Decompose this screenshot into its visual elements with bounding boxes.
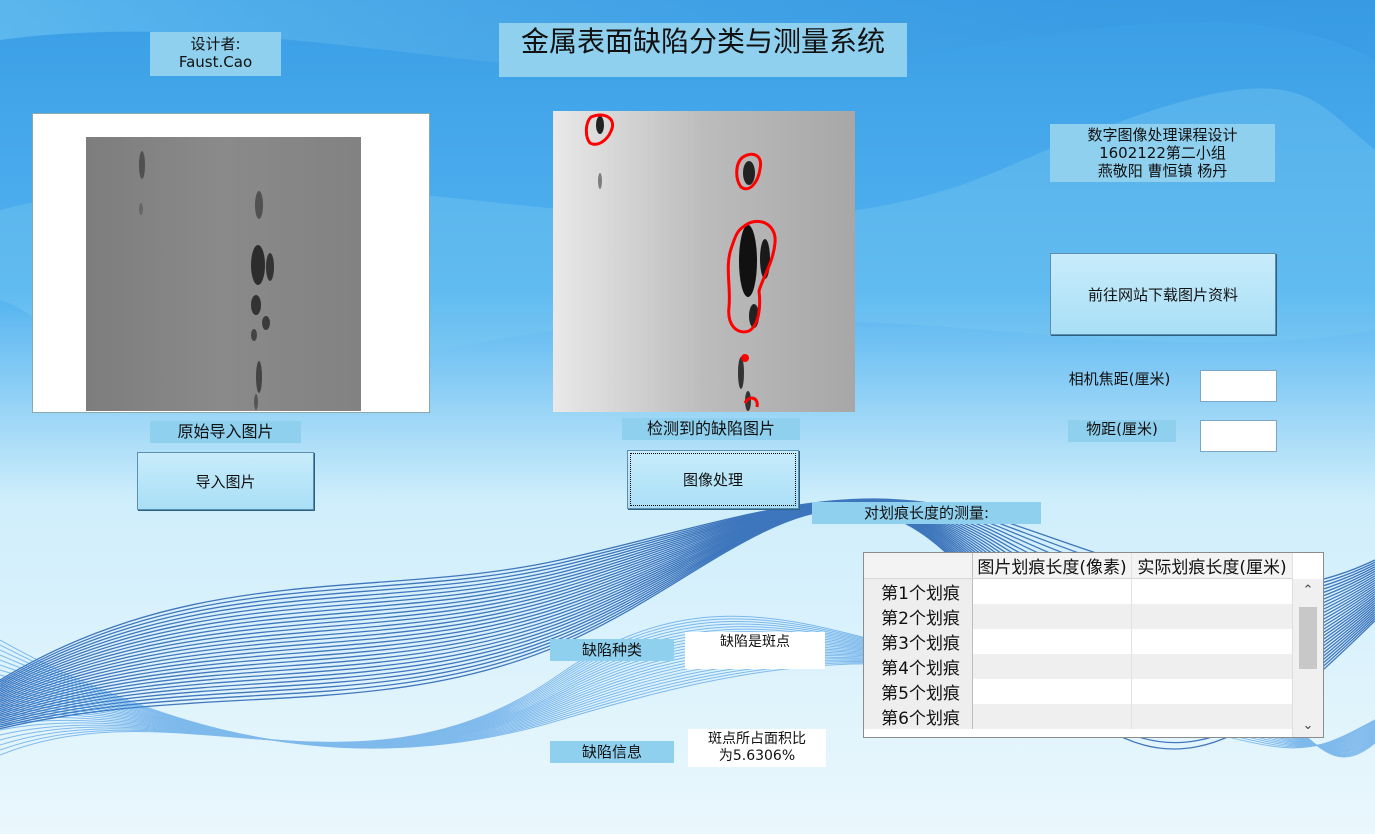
- scroll-up-icon[interactable]: ⌃: [1302, 583, 1314, 598]
- defect-info-label: 缺陷信息: [550, 741, 674, 763]
- designer-name: Faust.Cao: [178, 53, 253, 71]
- measure-title: 对划痕长度的测量:: [812, 502, 1041, 524]
- designer-box: 设计者: Faust.Cao: [150, 32, 281, 76]
- table-row[interactable]: 第3个划痕: [864, 629, 1293, 654]
- column-header-pixels[interactable]: 图片划痕长度(像素): [972, 553, 1132, 579]
- scrollbar-thumb[interactable]: [1299, 607, 1317, 669]
- designer-label: 设计者:: [190, 35, 241, 53]
- focal-length-label: 相机焦距(厘米): [1068, 370, 1171, 388]
- import-image-button[interactable]: 导入图片: [137, 452, 314, 510]
- defect-info-value: 斑点所占面积比 为5.6306%: [688, 729, 826, 767]
- row-header[interactable]: 第6个划痕: [864, 704, 973, 729]
- cell-pixels[interactable]: [972, 629, 1132, 654]
- cell-cm[interactable]: [1131, 629, 1293, 654]
- detected-image: [553, 111, 855, 412]
- cell-cm[interactable]: [1131, 578, 1293, 604]
- focal-length-input[interactable]: [1200, 370, 1277, 402]
- cell-cm[interactable]: [1131, 679, 1293, 704]
- table-row[interactable]: 第1个划痕: [864, 578, 1293, 604]
- image-process-button[interactable]: 图像处理: [627, 450, 799, 509]
- defect-type-label: 缺陷种类: [550, 639, 674, 661]
- scroll-down-icon[interactable]: ⌄: [1302, 718, 1314, 733]
- row-header[interactable]: 第2个划痕: [864, 604, 973, 629]
- detected-image-label: 检测到的缺陷图片: [622, 418, 800, 440]
- cell-pixels[interactable]: [972, 679, 1132, 704]
- object-distance-label: 物距(厘米): [1068, 420, 1176, 442]
- table-row[interactable]: 第2个划痕: [864, 604, 1293, 629]
- original-image: [86, 137, 361, 411]
- original-image-label: 原始导入图片: [150, 421, 301, 443]
- credits-box: 数字图像处理课程设计 1602122第二小组 燕敬阳 曹恒镇 杨丹: [1050, 124, 1275, 182]
- download-resources-button[interactable]: 前往网站下载图片资料: [1050, 253, 1276, 335]
- table-row[interactable]: 第4个划痕: [864, 654, 1293, 679]
- table-row[interactable]: 第6个划痕: [864, 704, 1293, 729]
- row-header[interactable]: 第4个划痕: [864, 654, 973, 679]
- table-row[interactable]: 第5个划痕: [864, 679, 1293, 704]
- cell-pixels[interactable]: [972, 654, 1132, 679]
- defect-type-value: 缺陷是斑点: [685, 632, 825, 669]
- cell-pixels[interactable]: [972, 578, 1132, 604]
- credits-members: 燕敬阳 曹恒镇 杨丹: [1097, 162, 1228, 180]
- credits-group: 1602122第二小组: [1099, 144, 1226, 162]
- original-image-panel: [32, 113, 430, 413]
- table-corner: [864, 553, 973, 579]
- row-header[interactable]: 第5个划痕: [864, 679, 973, 704]
- object-distance-input[interactable]: [1200, 420, 1277, 452]
- row-header[interactable]: 第3个划痕: [864, 629, 973, 654]
- cell-cm[interactable]: [1131, 704, 1293, 729]
- app-title: 金属表面缺陷分类与测量系统: [499, 23, 907, 77]
- measure-table[interactable]: 图片划痕长度(像素) 实际划痕长度(厘米) 第1个划痕 第2个划痕 第3个划痕 …: [863, 552, 1324, 738]
- column-header-cm[interactable]: 实际划痕长度(厘米): [1131, 553, 1293, 579]
- cell-pixels[interactable]: [972, 704, 1132, 729]
- row-header[interactable]: 第1个划痕: [864, 578, 973, 604]
- cell-pixels[interactable]: [972, 604, 1132, 629]
- defect-info-line1: 斑点所占面积比: [708, 731, 806, 747]
- cell-cm[interactable]: [1131, 654, 1293, 679]
- credits-course: 数字图像处理课程设计: [1087, 126, 1238, 144]
- defect-info-line2: 为5.6306%: [718, 748, 796, 764]
- cell-cm[interactable]: [1131, 604, 1293, 629]
- table-header-row: 图片划痕长度(像素) 实际划痕长度(厘米): [864, 553, 1293, 579]
- table-scrollbar[interactable]: ⌃ ⌄: [1292, 579, 1323, 737]
